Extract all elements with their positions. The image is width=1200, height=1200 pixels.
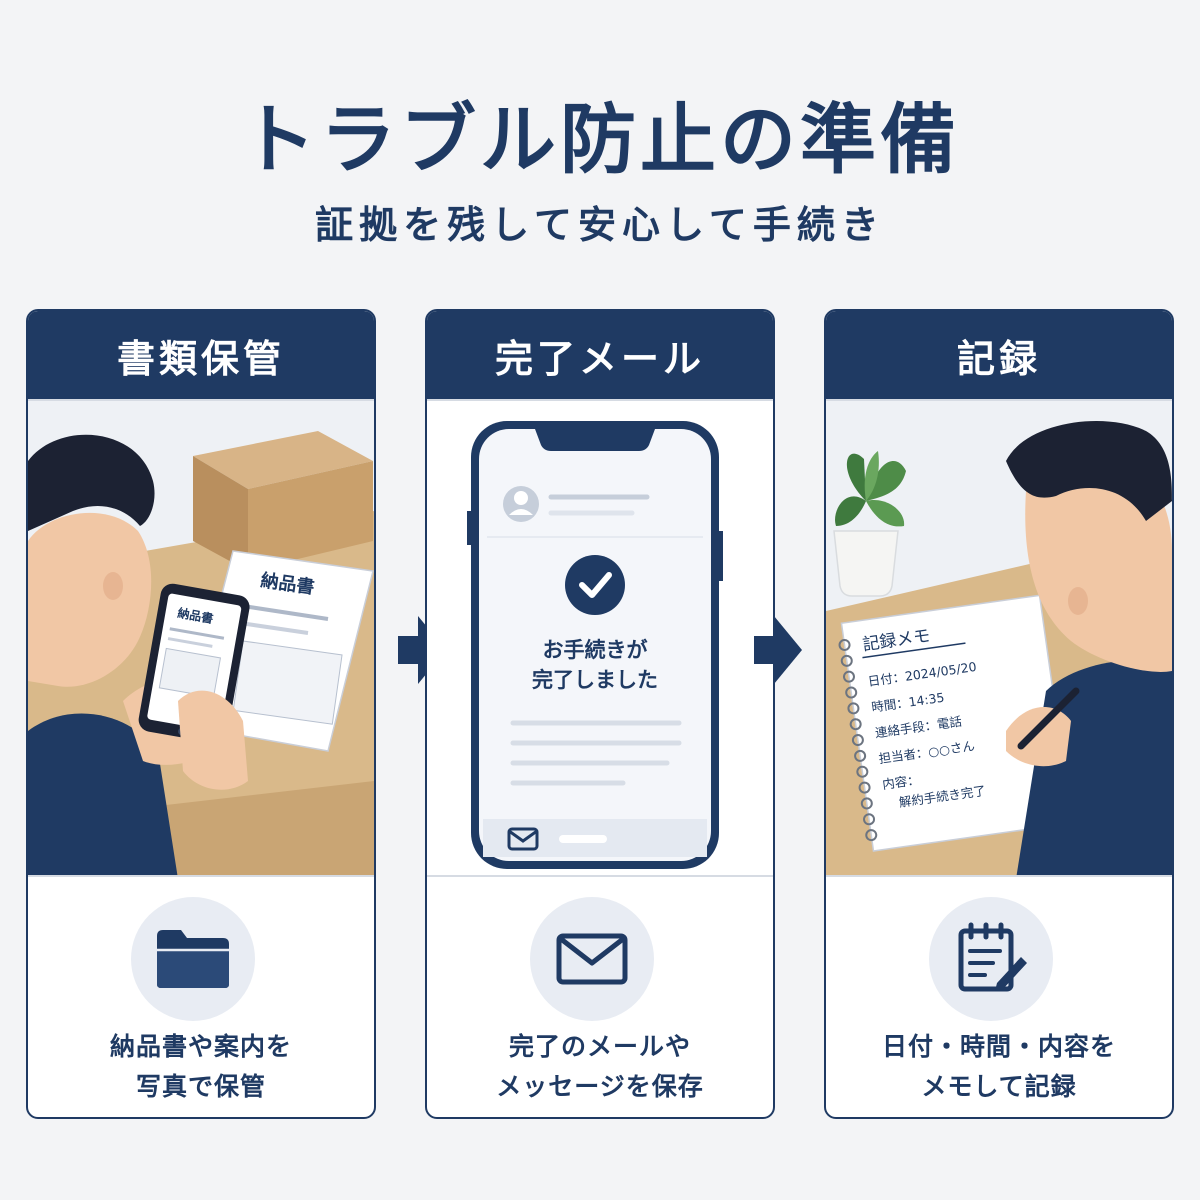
- card-completion-email: 完了メール お手続きが 完了: [425, 309, 775, 1119]
- envelope-icon: [556, 933, 628, 985]
- card-title: 完了メール: [427, 311, 773, 399]
- memo-notebook: 記録メモ 日付：2024/05/20 時間：14:35 連絡手段：電話 担当者：…: [838, 594, 1073, 852]
- plant-illustration: [833, 451, 906, 597]
- memo-content-label: 内容：: [881, 772, 920, 792]
- phone-email-scene: お手続きが 完了しました: [427, 399, 773, 877]
- folder-icon-circle: [131, 897, 255, 1021]
- page-title: トラブル防止の準備: [240, 95, 960, 184]
- document-photo-scene: 納品書 納品書: [28, 399, 374, 877]
- card-caption: 納品書や案内を 写真で保管: [109, 1032, 292, 1101]
- phone-invoice-label: 納品書: [176, 605, 214, 626]
- completion-message-line2: 完了しました: [532, 668, 658, 692]
- card-record: 記録: [824, 309, 1174, 1119]
- memo-icon-circle: [929, 897, 1053, 1021]
- email-header: [487, 486, 703, 538]
- arrow-right-icon: [754, 616, 802, 684]
- card-title: 書類保管: [28, 311, 374, 399]
- envelope-icon-circle: [530, 897, 654, 1021]
- memo-writing-scene: 記録メモ 日付：2024/05/20 時間：14:35 連絡手段：電話 担当者：…: [826, 399, 1172, 877]
- card-document-storage: 書類保管 納品書: [26, 309, 376, 1119]
- person-illustration: [1006, 421, 1172, 875]
- card-title: 記録: [826, 311, 1172, 399]
- memo-pen-icon: [958, 922, 1027, 992]
- card-caption: 日付・時間・内容を メモして記録: [881, 1032, 1116, 1101]
- folder-icon: [157, 930, 229, 988]
- completion-message-line1: お手続きが: [543, 638, 648, 662]
- person-illustration: [28, 434, 228, 875]
- mail-icon-small: [507, 827, 539, 851]
- check-circle-icon: [565, 555, 625, 615]
- card-caption: 完了のメールや メッセージを保存: [496, 1032, 704, 1101]
- page-subtitle: 証拠を残して安心して手続き: [315, 203, 885, 247]
